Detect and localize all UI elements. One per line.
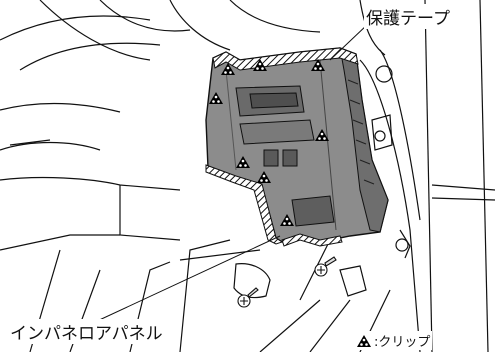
screw-icon xyxy=(237,287,259,308)
screw-icons xyxy=(237,256,337,308)
leader-lines xyxy=(94,23,369,323)
clip-marker-icon xyxy=(357,334,371,347)
instrument-panel-label: インパネロアパネル xyxy=(8,319,165,344)
legend-text: :クリップ xyxy=(374,335,431,350)
protective-tape xyxy=(205,47,359,247)
legend: :クリップ xyxy=(354,331,433,350)
instrument-lower-panel xyxy=(205,47,389,243)
screw-icon xyxy=(314,256,337,277)
protective-tape-label: 保護テープ xyxy=(364,4,452,29)
